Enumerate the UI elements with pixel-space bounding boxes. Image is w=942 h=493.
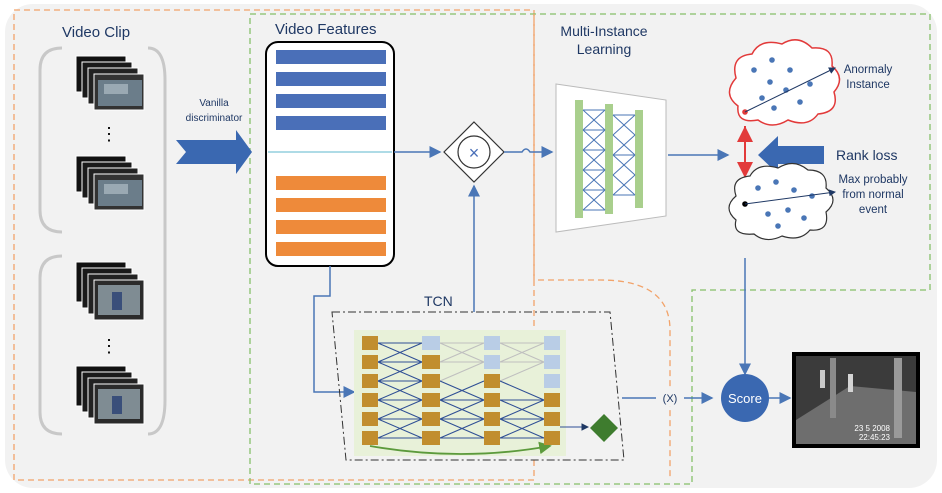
ellipsis-2: ⋮: [100, 336, 118, 356]
clip-bracket-bottom: [38, 254, 63, 436]
tcn-residual-arrow: [369, 441, 552, 455]
background-panel: [5, 4, 937, 488]
mil-layers: [575, 100, 643, 218]
clip-bracket-right: [147, 46, 167, 436]
tcn-nodes-column-1: [362, 336, 378, 445]
tcn-border: [331, 311, 625, 461]
output-frame: [792, 352, 920, 448]
vanilla-label-line2: discriminator: [186, 113, 243, 124]
anomaly-pointer: [744, 67, 836, 113]
clip-bracket-top: [38, 46, 63, 234]
frame-stack-3: [75, 261, 145, 321]
anomaly-label-line2: Instance: [846, 79, 889, 91]
mil-label-line2: Learning: [577, 41, 632, 57]
frame-stack-2: [75, 155, 145, 211]
tcn-connections: [377, 342, 590, 439]
tcn-nodes-column-3: [484, 336, 500, 445]
rank-loss-label: Rank loss: [836, 147, 897, 163]
x-marker: (X): [663, 393, 678, 405]
normal-label-line3: event: [859, 204, 888, 216]
normal-pointer: [744, 189, 836, 205]
green-region-border: [249, 13, 931, 485]
tcn-nodes-column-4: [544, 336, 560, 445]
orange-region-border: [533, 14, 671, 480]
feature-bars-blue: [276, 50, 386, 130]
score-node: [721, 374, 769, 422]
tcn-label: TCN: [424, 293, 453, 309]
frame-stack-4: [75, 365, 145, 425]
multiply-symbol: ×: [469, 143, 480, 163]
rank-loss-arrow: [758, 136, 824, 174]
mult-to-mil-arrow: [504, 146, 554, 158]
frame-stack-1: [75, 55, 145, 111]
mil-connections: [582, 109, 636, 211]
vanilla-discriminator-arrow: [176, 130, 252, 174]
normal-cloud: [728, 162, 834, 241]
anomaly-dots: [751, 57, 813, 111]
normal-label-line1: Max probably: [838, 174, 907, 186]
feature-bars-orange: [276, 176, 386, 256]
video-clip-label: Video Clip: [62, 24, 130, 41]
anomaly-label-line1: Anormaly: [844, 64, 893, 76]
timestamp-line1: 23 5 2008: [854, 424, 890, 433]
multiply-circle: [457, 135, 491, 169]
timestamp-line2: 22:45:23: [859, 433, 891, 442]
video-features-label: Video Features: [275, 21, 376, 38]
ellipsis-1: ⋮: [100, 124, 118, 144]
features-to-tcn-arrow: [313, 266, 356, 398]
x-marker-bg: [656, 390, 684, 406]
normal-label-line2: from normal: [842, 189, 903, 201]
tcn-background: [354, 330, 566, 456]
vanilla-label-line1: Vanilla: [199, 98, 229, 109]
tcn-nodes-column-2: [422, 336, 440, 445]
score-label: Score: [728, 391, 762, 406]
mil-label-line1: Multi-Instance: [560, 23, 647, 39]
anomaly-cloud: [728, 39, 841, 126]
tcn-output-diamond: [590, 414, 618, 442]
